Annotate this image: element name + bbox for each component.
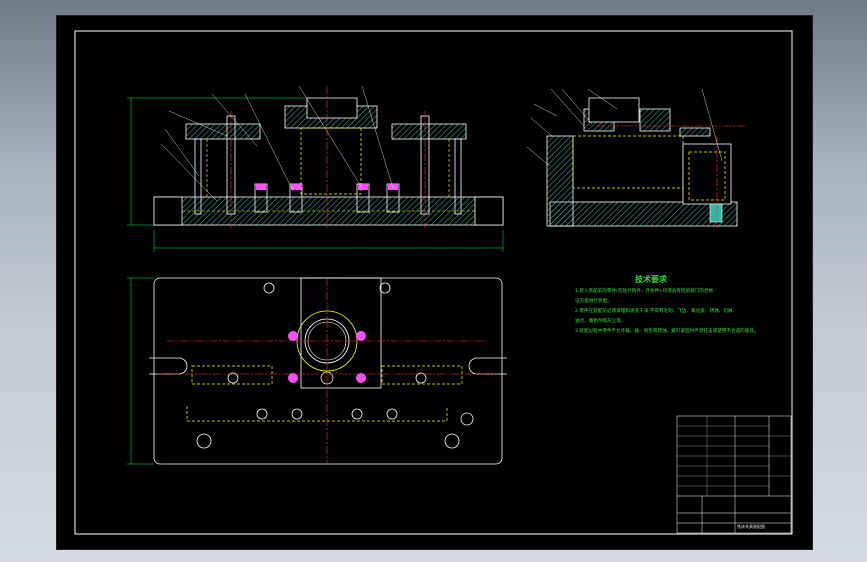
requirements-line-2: 证方能进行装配。 (575, 297, 612, 304)
requirements-line-3: 2.零件在装配前必须清理和清洗干净,不得有毛刺、飞边、氧化皮、锈蚀、切屑、 (575, 307, 737, 314)
cad-drawing: 技术要求 1.装入装配前的零件(包括外购件、外协件),均须具有检验部门的合格 证… (74, 30, 793, 535)
requirements-title: 技术要求 (635, 274, 668, 284)
top-view (127, 277, 507, 465)
side-view (526, 88, 747, 228)
drawing-frame (74, 30, 793, 535)
drawing-name: 铣床夹具装配图 (737, 523, 765, 529)
technical-requirements: 技术要求 1.装入装配前的零件(包括外购件、外协件),均须具有检验部门的合格 证… (575, 274, 759, 334)
requirements-line-5: 3.装配过程中零件不允许磕、碰、划伤和锈蚀。螺钉紧固时严禁打击或使用不合适的旋具… (575, 327, 759, 334)
drawing-sheet: 技术要求 1.装入装配前的零件(包括外购件、外协件),均须具有检验部门的合格 证… (56, 15, 813, 550)
front-view (127, 85, 504, 252)
title-block (676, 415, 792, 534)
requirements-line-4: 油污、着色剂和灰尘等。 (575, 317, 626, 324)
requirements-line-1: 1.装入装配前的零件(包括外购件、外协件),均须具有检验部门的合格 (575, 287, 713, 294)
